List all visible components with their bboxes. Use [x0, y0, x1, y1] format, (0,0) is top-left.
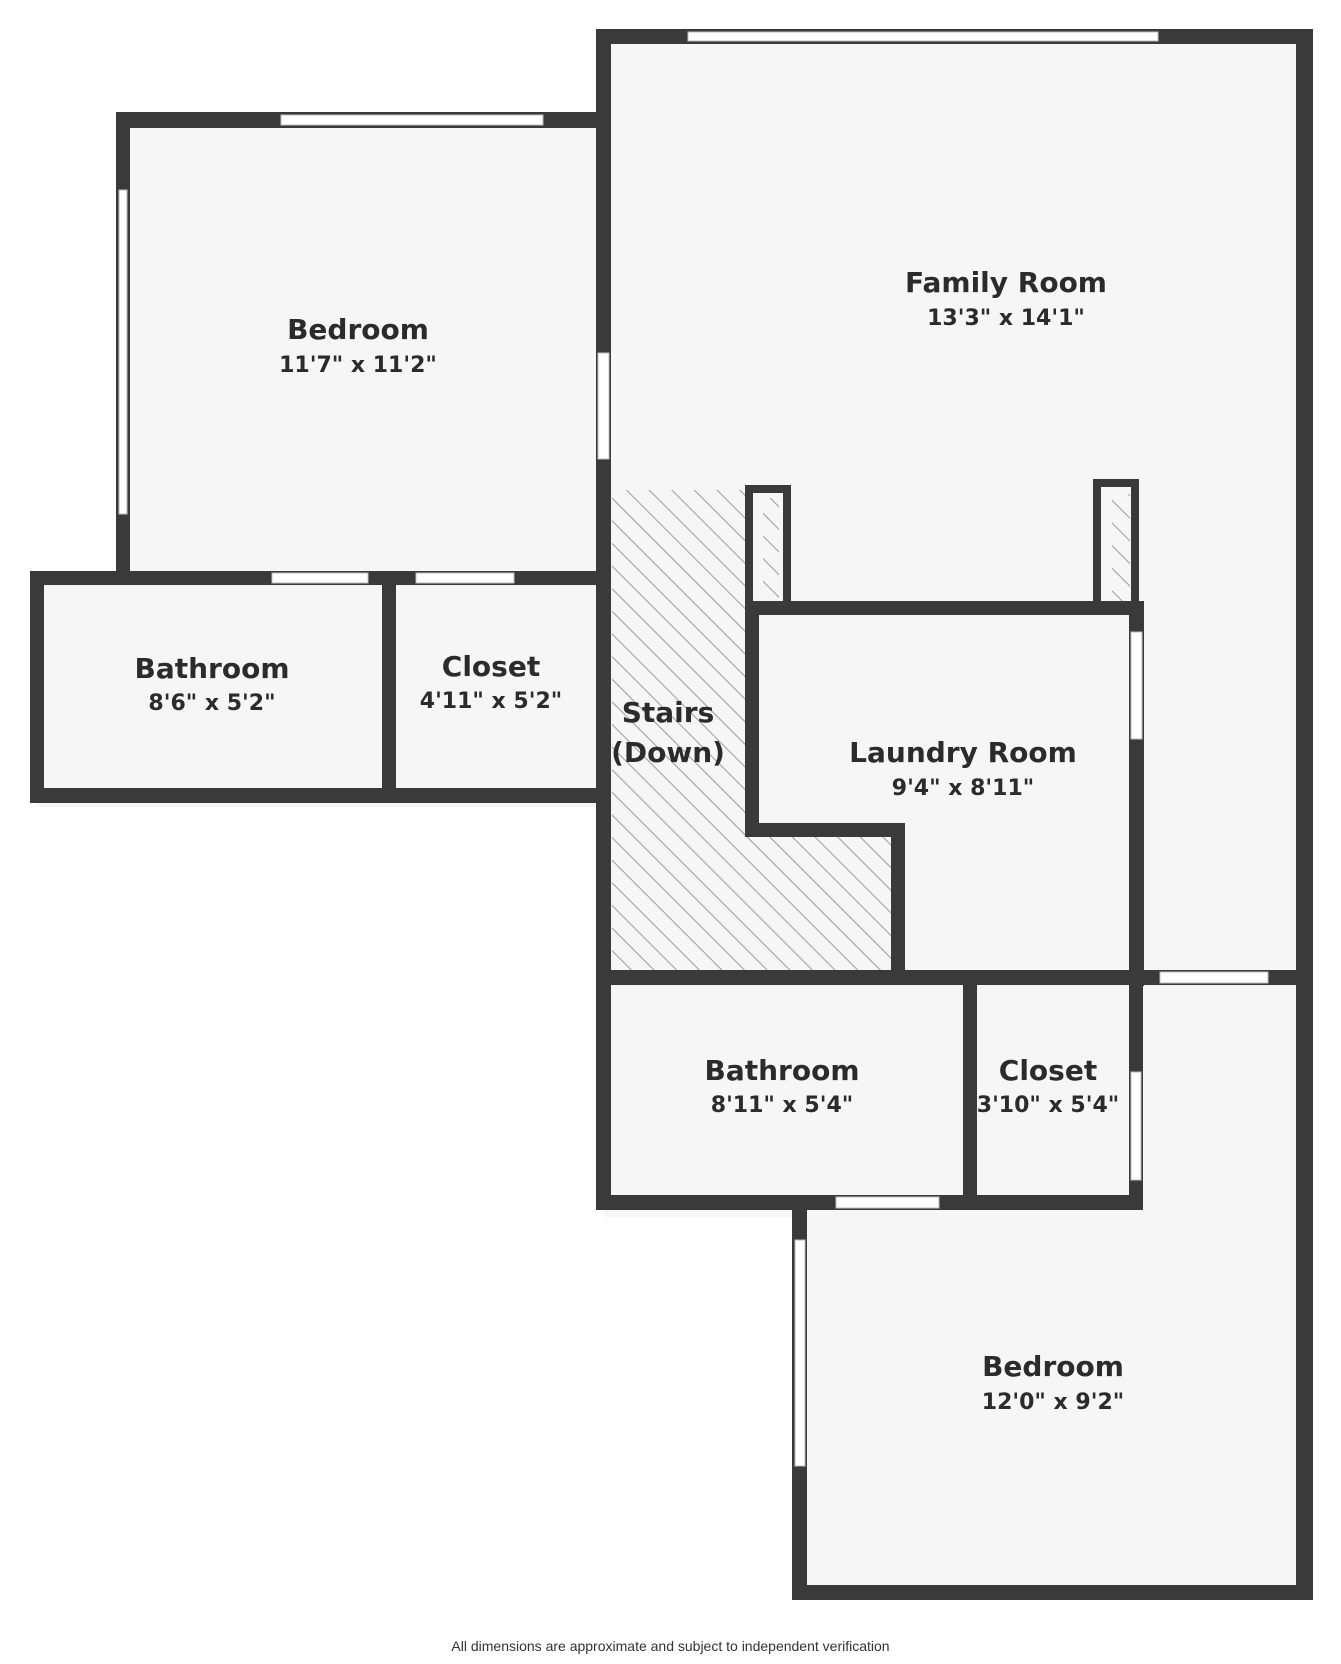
door-laundry	[1130, 631, 1143, 740]
door-closet-left	[415, 572, 515, 584]
bedroom-lower-floor	[800, 1217, 1304, 1590]
room-dimensions: 8'11" x 5'4"	[711, 1093, 853, 1118]
room-name: Laundry Room	[849, 736, 1077, 769]
room-dimensions: 3'10" x 5'4"	[977, 1093, 1119, 1118]
column-hatch-right	[1112, 494, 1130, 602]
room-name: Closet	[442, 650, 540, 683]
hall-floor	[1145, 985, 1304, 1217]
room-dimensions: 9'4" x 8'11"	[892, 776, 1034, 801]
room-name: Closet	[999, 1054, 1097, 1087]
door-bathroom-left	[271, 572, 369, 584]
room-dimensions: 13'3" x 14'1"	[927, 306, 1085, 331]
disclaimer-text: All dimensions are approximate and subje…	[451, 1638, 890, 1654]
room-dimensions: 8'6" x 5'2"	[148, 691, 275, 716]
window-bedroom-lower	[794, 1239, 806, 1467]
room-name: Bedroom	[287, 313, 429, 346]
door-hall	[1159, 971, 1269, 984]
room-labels: Bedroom 11'7" x 11'2" Family Room 13'3" …	[134, 266, 1124, 1415]
stairs-direction-label: (Down)	[611, 736, 725, 769]
window-bedroom-upper-left	[118, 189, 128, 515]
floors	[37, 37, 1304, 1590]
lower-bath-floor	[604, 985, 1154, 1217]
door-closet-lower	[1130, 1071, 1142, 1181]
door-bedroom-family	[597, 352, 610, 460]
left-wing-floor	[37, 577, 604, 807]
window-family-room	[687, 31, 1159, 42]
room-name: Bathroom	[134, 652, 289, 685]
room-name: Bedroom	[982, 1350, 1124, 1383]
room-name: Bathroom	[704, 1054, 859, 1087]
column-hatch-left	[763, 498, 779, 602]
room-dimensions: 12'0" x 9'2"	[982, 1390, 1124, 1415]
stairs-hatch	[612, 490, 901, 976]
bedroom-upper-floor	[117, 117, 604, 577]
window-bedroom-upper	[280, 114, 544, 126]
room-dimensions: 11'7" x 11'2"	[279, 353, 437, 378]
openings	[118, 31, 1269, 1467]
room-dimensions: 4'11" x 5'2"	[420, 689, 562, 714]
door-bathroom-lower	[835, 1196, 940, 1209]
room-name: Family Room	[905, 266, 1107, 299]
stairs-label: Stairs	[622, 696, 715, 729]
